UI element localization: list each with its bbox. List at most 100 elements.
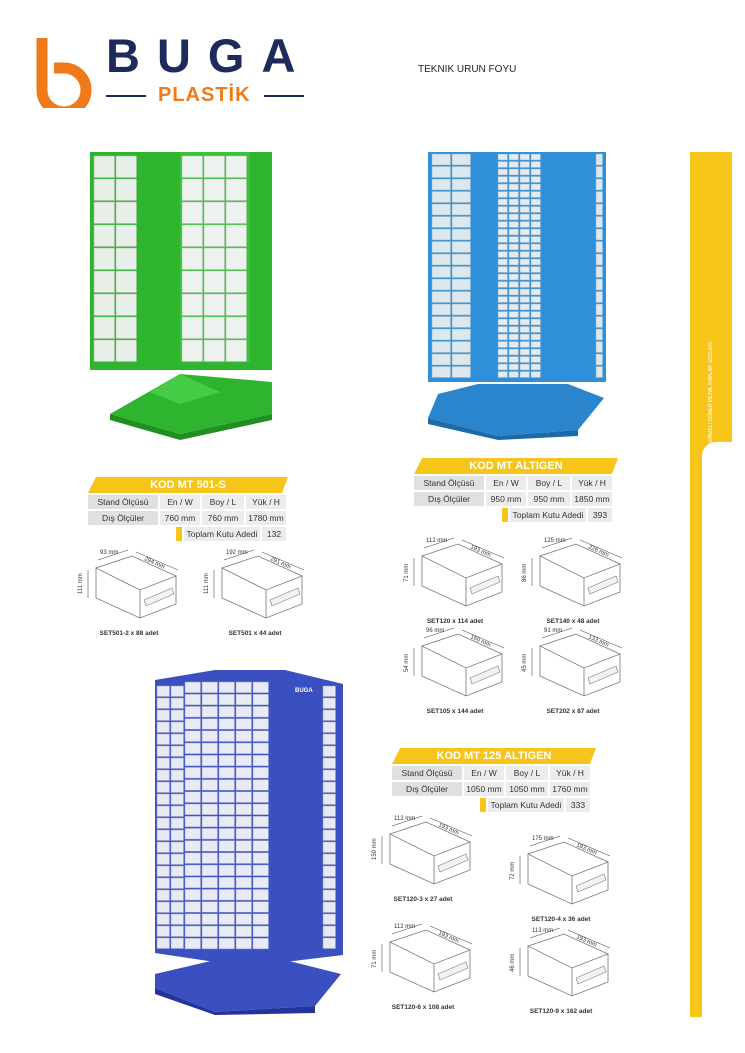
drawer-cell — [252, 706, 269, 718]
drawer-cell — [519, 243, 530, 251]
drawer-cell — [252, 779, 269, 791]
drawer-cell — [595, 191, 603, 203]
drawer-cell — [431, 241, 451, 253]
drawer-cell — [203, 293, 225, 316]
drawer-cell — [431, 228, 451, 241]
drawer-cell — [530, 318, 541, 326]
drawer-cell — [508, 371, 519, 378]
drawer-cell — [508, 251, 519, 258]
drawer-cell — [184, 693, 201, 706]
drawer-cell — [322, 865, 336, 877]
drawer-cell — [218, 730, 235, 742]
drawer-cell — [203, 201, 225, 224]
drawer-cell — [322, 805, 336, 817]
header-boy: Boy / L — [528, 476, 570, 490]
drawer-cell — [203, 178, 225, 201]
drawer-cell — [519, 183, 530, 191]
drawer-cell — [519, 333, 530, 341]
drawer-cell — [451, 253, 471, 266]
drawer-cell — [235, 852, 252, 864]
dim-length: 193 mm — [437, 822, 459, 836]
drawer-cell — [201, 937, 218, 950]
drawer-cell — [508, 236, 519, 243]
dim-width: 112 mm — [394, 816, 415, 822]
value-en: 950 mm — [486, 492, 526, 506]
drawer-cell — [235, 693, 252, 706]
drawer-cell — [322, 733, 336, 745]
drawer-cell — [322, 817, 336, 829]
drawer-cell — [252, 913, 269, 925]
drawer-cell — [530, 168, 541, 176]
drawer-cell — [184, 791, 201, 803]
drawer-cell — [451, 228, 471, 241]
drawer-cell — [519, 281, 530, 288]
drawer-cell — [225, 339, 247, 362]
drawer-cell — [252, 693, 269, 706]
drawer-cell — [201, 754, 218, 767]
dim-height: 86 mm — [522, 564, 528, 582]
drawer-cell — [519, 258, 530, 266]
drawer-cell — [508, 348, 519, 356]
drawer-cell — [595, 291, 603, 303]
drawer-cell — [595, 366, 603, 378]
box-caption: SET501 x 44 adet — [228, 630, 282, 637]
drawer-cell — [322, 877, 336, 889]
drawer-cell — [530, 228, 541, 236]
box-caption: SET120-6 x 108 adet — [391, 1004, 455, 1011]
dim-width: 93 mm — [100, 550, 118, 556]
drawer-cell — [201, 730, 218, 742]
drawer-cell — [184, 767, 201, 779]
value-label: Dış Ölçüler — [88, 511, 158, 525]
drawer-cell — [530, 236, 541, 243]
drawer-cell — [252, 840, 269, 852]
drawer-cell — [530, 221, 541, 228]
drawer-cell — [497, 356, 508, 363]
drawer-cell — [497, 228, 508, 236]
drawer-cell — [184, 815, 201, 828]
drawer-cell — [497, 198, 508, 206]
drawer-cell — [93, 247, 115, 270]
drawer-cell — [451, 278, 471, 291]
drawer-cell — [203, 155, 225, 178]
drawer-cell — [252, 889, 269, 901]
drawer-cell — [93, 155, 115, 178]
drawer-cell — [201, 913, 218, 925]
dim-length: 193 mm — [469, 544, 491, 558]
drawer-cell — [595, 216, 603, 228]
drawer-cell — [170, 853, 184, 865]
drawer-cell — [115, 316, 137, 339]
drawer-cell — [225, 316, 247, 339]
drawer-cell — [508, 243, 519, 251]
drawer-cell — [497, 281, 508, 288]
drawer-cell — [184, 718, 201, 730]
drawer-cell — [156, 937, 170, 949]
drawer-cell — [235, 730, 252, 742]
drawer-cell — [519, 153, 530, 161]
drawer-cell — [115, 293, 137, 316]
drawer-cell — [451, 303, 471, 316]
drawer-cell — [530, 288, 541, 296]
drawer-cell — [156, 889, 170, 901]
drawer-cell — [184, 876, 201, 889]
drawer-cell — [201, 815, 218, 828]
drawer-cell — [235, 718, 252, 730]
drawer-cell — [451, 153, 471, 166]
drawer-cell — [497, 176, 508, 183]
dim-length: 160 mm — [469, 634, 491, 648]
drawer-cell — [519, 288, 530, 296]
drawer-cell — [322, 769, 336, 781]
drawer-cell — [201, 779, 218, 791]
page-title: TEKNIK URUN FOYU — [418, 64, 517, 75]
drawer-cell — [156, 685, 170, 697]
drawer-cell — [595, 178, 603, 191]
drawer-cell — [508, 303, 519, 311]
drawer-cell — [497, 288, 508, 296]
drawer-cell — [115, 247, 137, 270]
drawer-cell — [156, 925, 170, 937]
drawer-cell — [497, 243, 508, 251]
side-accent-bar — [690, 152, 732, 1017]
drawer-cell — [519, 318, 530, 326]
drawer-cell — [156, 877, 170, 889]
drawer-cell — [184, 852, 201, 864]
